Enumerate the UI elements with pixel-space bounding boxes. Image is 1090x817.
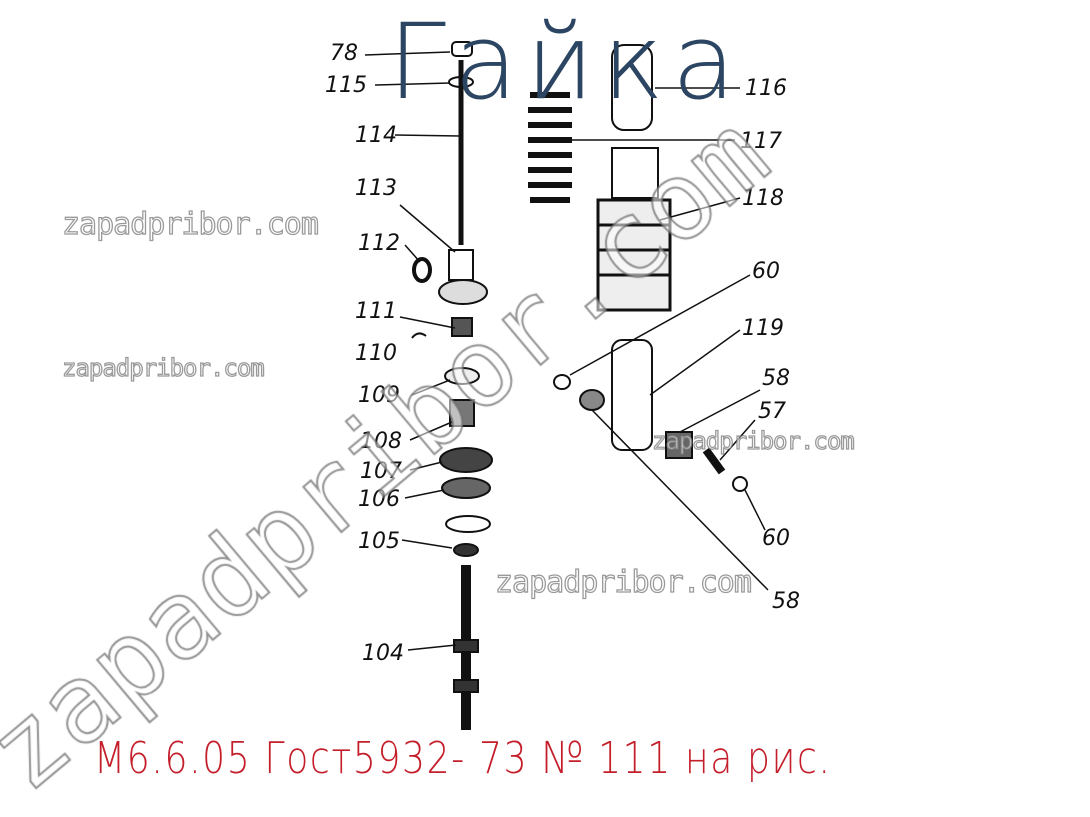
- label-58: 58: [762, 366, 790, 391]
- watermark: zapadpribor.com: [61, 354, 265, 382]
- part-60-clip: [732, 476, 748, 492]
- part-109: [444, 367, 480, 385]
- label-57: 57: [758, 399, 786, 424]
- part-107: [439, 447, 493, 473]
- label-108: 108: [360, 429, 402, 454]
- label-106: 106: [358, 487, 400, 512]
- label-78: 78: [330, 41, 358, 66]
- label-109: 109: [358, 383, 400, 408]
- part-118: [596, 198, 672, 312]
- part-111: [451, 317, 473, 337]
- part-112: [412, 257, 432, 283]
- part-60-ring: [553, 374, 571, 390]
- watermark: zapadpribor.com: [494, 565, 752, 600]
- label-116: 116: [745, 76, 787, 101]
- part-118-top: [611, 147, 659, 199]
- part-113: [448, 249, 474, 281]
- label-104: 104: [362, 641, 404, 666]
- label-113: 113: [355, 176, 397, 201]
- label-105: 105: [358, 529, 400, 554]
- part-104-collar: [453, 639, 479, 653]
- label-60: 60: [752, 259, 780, 284]
- part-caption: М6.6.05 Гост5932- 73 № 111 на рис.: [94, 733, 832, 784]
- part-108: [449, 399, 475, 427]
- label-107: 107: [360, 459, 402, 484]
- label-117: 117: [740, 129, 782, 154]
- part-110: [411, 332, 427, 339]
- label-110: 110: [355, 341, 397, 366]
- part-104-collar: [453, 679, 479, 693]
- part-106: [441, 477, 491, 499]
- label-111: 111: [355, 299, 397, 324]
- label-58-lower: 58: [772, 589, 800, 614]
- label-118: 118: [742, 186, 784, 211]
- watermark: zapadpribor.com: [61, 207, 319, 242]
- part-105: [453, 543, 479, 557]
- parts-drawing: [411, 41, 748, 730]
- label-119: 119: [742, 316, 784, 341]
- label-114: 114: [355, 123, 397, 148]
- part-58-top: [579, 389, 605, 411]
- watermark: zapadpribor.com: [651, 427, 855, 455]
- label-112: 112: [358, 231, 400, 256]
- part-105-washer: [445, 515, 491, 533]
- label-115: 115: [325, 73, 367, 98]
- label-60-lower: 60: [762, 526, 790, 551]
- page-title: Гайка: [388, 1, 744, 123]
- part-113-base: [438, 279, 488, 305]
- part-119: [611, 339, 653, 451]
